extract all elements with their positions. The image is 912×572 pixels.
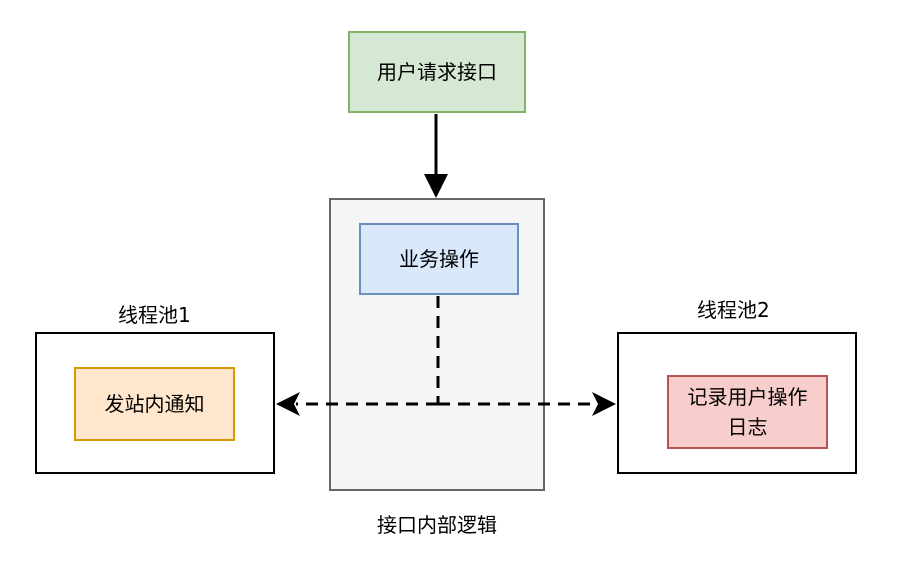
record-log-label-line1: 记录用户操作: [687, 385, 808, 409]
record-log-node: 记录用户操作 日志: [667, 375, 828, 449]
user-request-node: 用户请求接口: [348, 31, 526, 113]
business-operation-node: 业务操作: [359, 223, 519, 295]
thread-pool-2-caption: 线程池2: [697, 298, 770, 322]
user-request-label: 用户请求接口: [377, 60, 497, 84]
thread-pool-1-caption: 线程池1: [118, 303, 191, 327]
internal-logic-caption: 接口内部逻辑: [377, 513, 497, 537]
arrowhead-left: [276, 392, 300, 416]
send-notification-label: 发站内通知: [104, 392, 205, 416]
record-log-label-line2: 日志: [727, 415, 768, 439]
arrowhead-down: [424, 174, 448, 198]
arrowhead-right: [592, 392, 616, 416]
business-operation-label: 业务操作: [399, 247, 479, 271]
send-notification-node: 发站内通知: [74, 367, 235, 441]
